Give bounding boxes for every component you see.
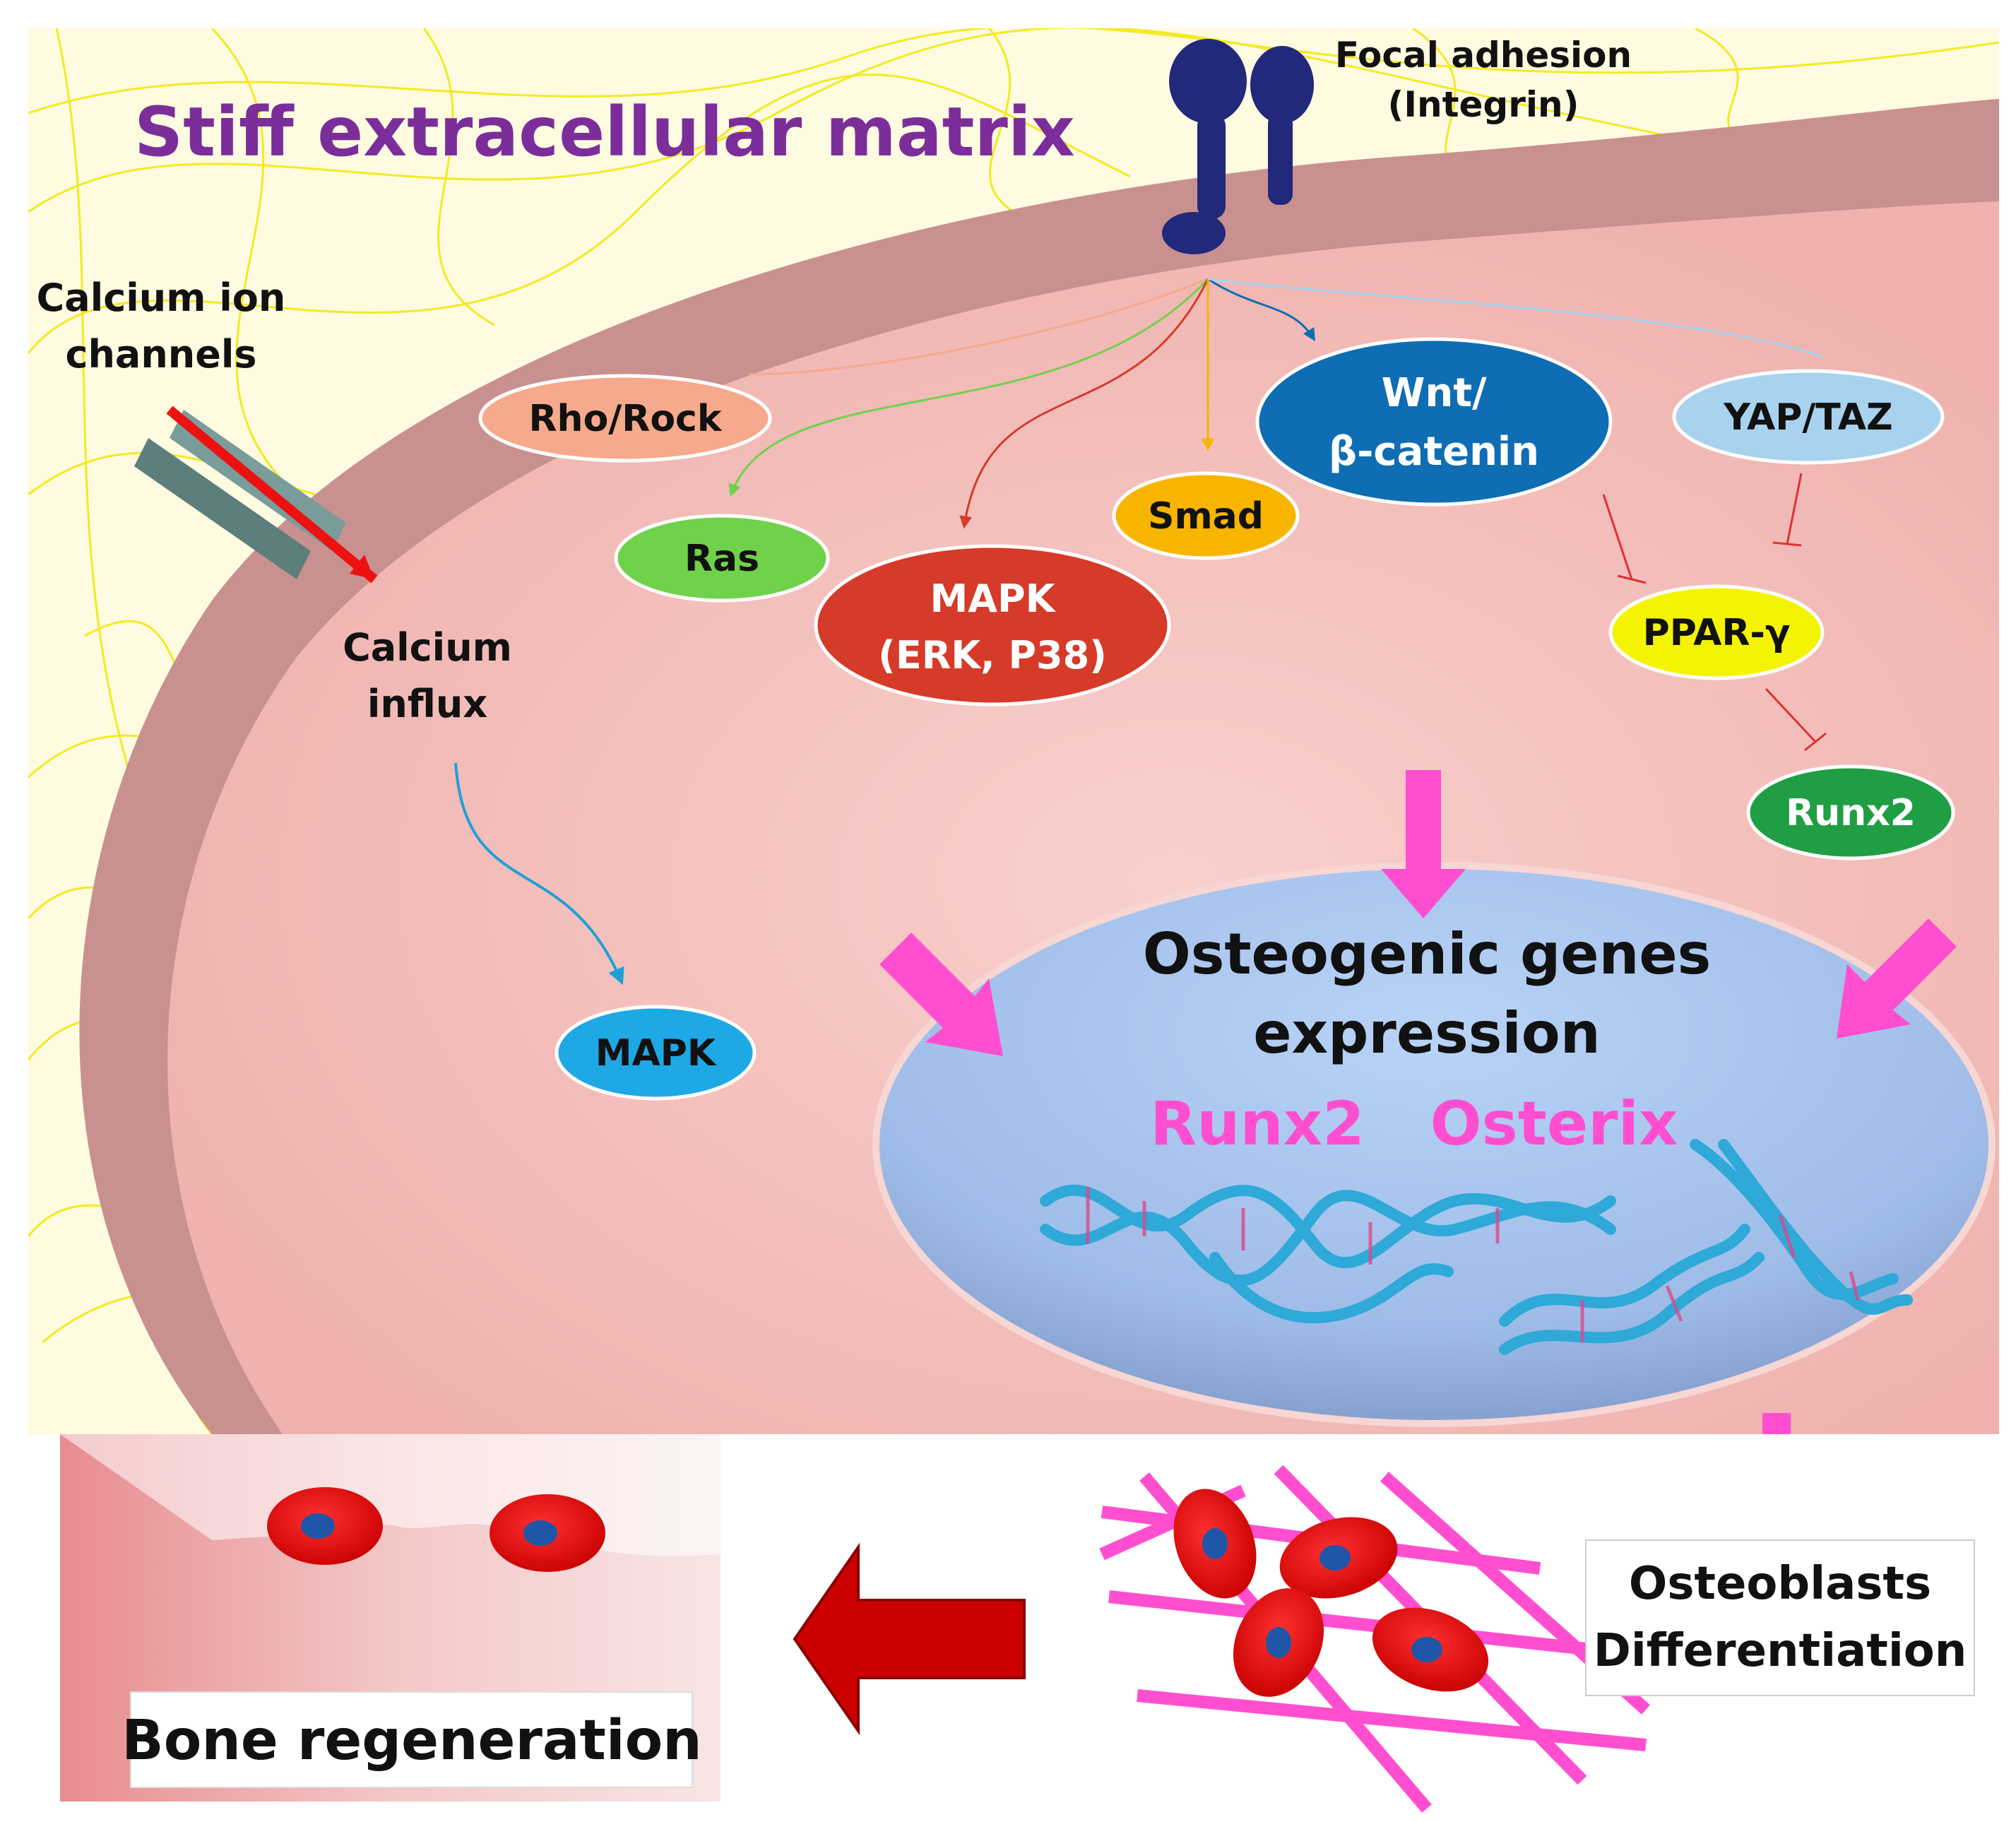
inhibition-lines [1602, 473, 1827, 752]
svg-text:Runx2: Runx2 [1786, 792, 1916, 834]
differentiation-label: Differentiation [1594, 1625, 1967, 1677]
svg-text:β-catenin: β-catenin [1329, 429, 1539, 475]
calcium-to-mapk-arrow [454, 762, 624, 986]
node-mapk-erk: MAPK (ERK, P38) [814, 544, 1171, 706]
node-runx2: Runx2 [1746, 764, 1955, 860]
node-smad: Smad [1112, 471, 1300, 560]
svg-text:YAP/TAZ: YAP/TAZ [1723, 396, 1892, 439]
gene-osterix: Osterix [1430, 1089, 1678, 1159]
integrin-label: (Integrin) [1388, 84, 1579, 125]
calcium-channels-label-2: channels [65, 332, 256, 377]
matrix-title: Stiff extracellular matrix [134, 93, 1075, 172]
gene-runx2: Runx2 [1150, 1089, 1365, 1159]
red-arrow-left [793, 1542, 1026, 1736]
node-ppar-gamma: PPAR-γ [1608, 584, 1825, 680]
svg-text:MAPK: MAPK [595, 1032, 717, 1075]
osteoblast-cells [1173, 1489, 1489, 1697]
calcium-channels-label: Calcium ion [37, 276, 286, 320]
svg-text:Ras: Ras [684, 538, 759, 580]
node-mapk: MAPK [555, 1005, 757, 1101]
bone-cell-1 [267, 1487, 383, 1565]
svg-text:Rho/Rock: Rho/Rock [529, 398, 723, 440]
bone-cell-2 [490, 1494, 605, 1572]
nucleus-title: Osteogenic genes [1143, 921, 1712, 987]
integrin-receptor [1162, 39, 1314, 254]
nucleus-title-2: expression [1253, 1000, 1600, 1066]
signaling-lines [728, 278, 1823, 529]
dna-strands [1040, 1139, 1913, 1355]
svg-text:(ERK, P38): (ERK, P38) [878, 633, 1107, 678]
bone-regeneration-box [130, 1691, 693, 1788]
calcium-influx-label: Calcium [343, 625, 512, 670]
osteoblasts-label: Osteoblasts [1629, 1558, 1931, 1610]
osteoblasts-box [1585, 1539, 1975, 1696]
bone-regeneration-label: Bone regeneration [121, 1709, 701, 1773]
svg-text:Wnt/: Wnt/ [1382, 370, 1487, 416]
svg-text:Smad: Smad [1148, 495, 1264, 538]
node-rho-rock: Rho/Rock [478, 374, 772, 463]
svg-text:PPAR-γ: PPAR-γ [1643, 612, 1791, 654]
node-wnt-beta-catenin: Wnt/ β-catenin [1255, 337, 1613, 507]
node-yap-taz: YAP/TAZ [1672, 369, 1945, 465]
calcium-channel [134, 406, 378, 584]
dna-rungs [1086, 1187, 1860, 1342]
node-ras: Ras [614, 514, 830, 603]
svg-text:MAPK: MAPK [930, 576, 1057, 621]
focal-adhesion-label: Focal adhesion [1335, 35, 1632, 76]
calcium-influx-label-2: influx [367, 682, 487, 726]
